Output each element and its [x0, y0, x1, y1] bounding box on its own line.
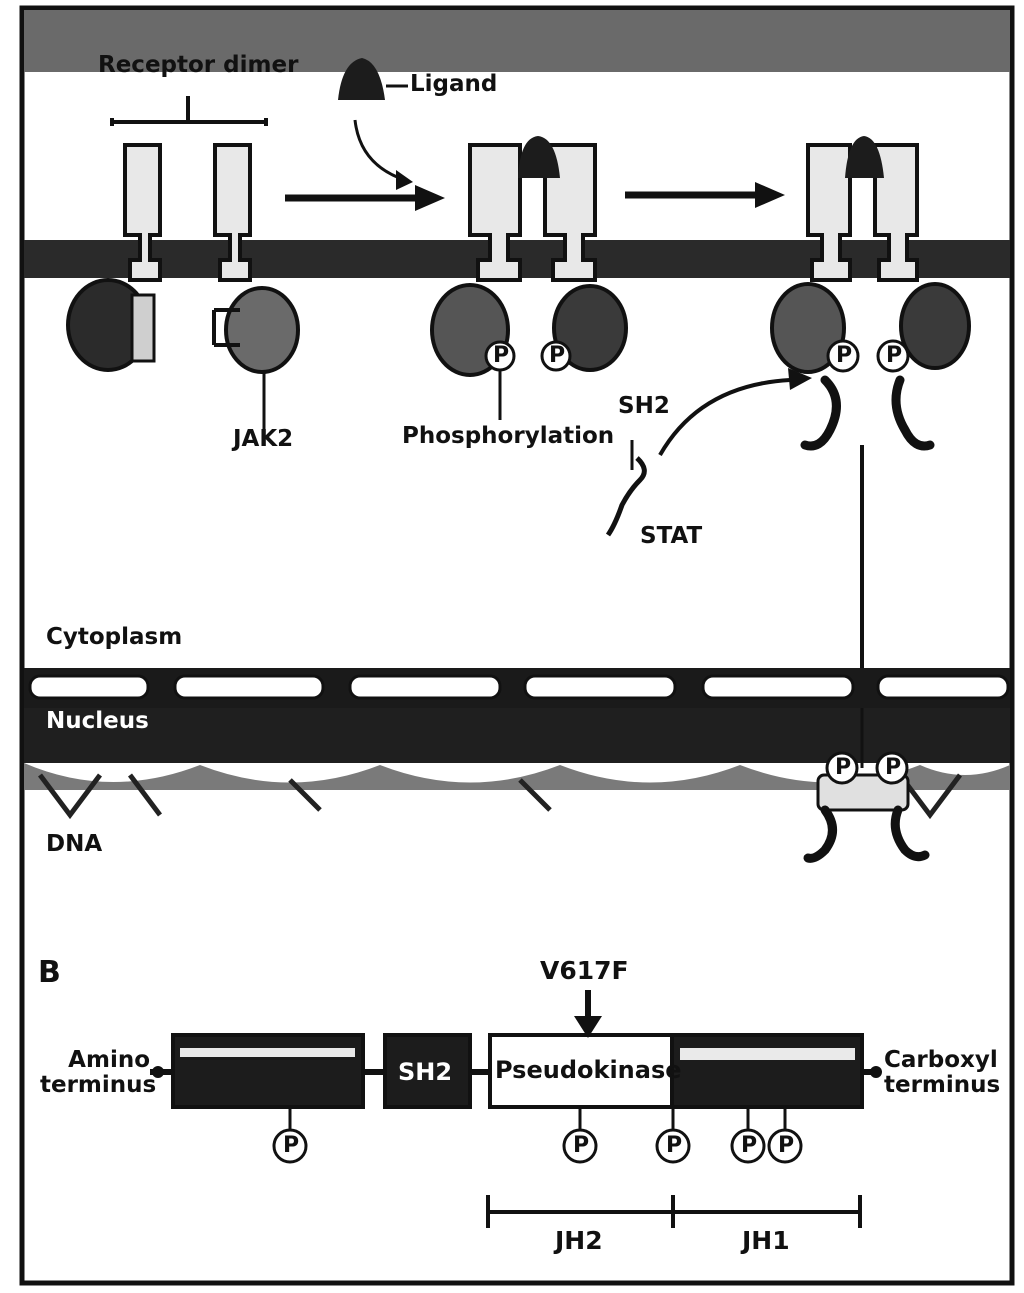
carboxyl-end-dot	[870, 1066, 882, 1078]
phospho-site	[655, 1128, 691, 1164]
phospho-letter: P	[666, 1133, 683, 1158]
phospho-circle	[825, 751, 859, 785]
nuclear-pores	[28, 674, 1010, 700]
pseudokinase-domain-label: Pseudokinase	[495, 1056, 682, 1084]
phospho-circle	[826, 339, 860, 373]
phospho-letter: P	[493, 343, 510, 368]
domain-sh2	[383, 1033, 472, 1109]
stat-free	[605, 456, 647, 537]
sh2-label: SH2	[618, 393, 670, 419]
amino-end-dot	[152, 1066, 164, 1078]
phospho-site	[272, 1128, 308, 1164]
phospho-letter: P	[835, 755, 852, 780]
phospho-circle	[875, 751, 909, 785]
nuclear-pore	[701, 674, 855, 700]
ligand-shape	[338, 58, 385, 100]
jh1-region-label: JH1	[742, 1226, 790, 1255]
domain-kinase	[670, 1033, 864, 1109]
receptor-left-bound	[468, 143, 522, 282]
receptor-right-bound	[543, 143, 597, 282]
mutation-label: V617F	[540, 956, 629, 985]
jak2-right-bound	[552, 284, 628, 372]
stat-dimer-right-tail	[890, 805, 930, 862]
stat-dimer-left-tail	[803, 805, 837, 863]
phosphorylation-label: Phosphorylation	[402, 423, 615, 449]
dna-label: DNA	[46, 831, 103, 857]
ligand-arrow	[353, 119, 406, 182]
jak2-label: JAK2	[233, 426, 294, 452]
extracellular-band	[24, 10, 1010, 72]
jak2-right-active	[899, 282, 971, 370]
bound-ligand-active	[845, 136, 884, 178]
nuclear-pore	[28, 674, 150, 700]
phospho-site	[730, 1128, 766, 1164]
phospho-letter: P	[778, 1133, 795, 1158]
receptor-dimer-bracket	[110, 96, 268, 126]
panel-b	[150, 990, 882, 1228]
phospho-site	[767, 1128, 803, 1164]
phospho-letter: P	[283, 1133, 300, 1158]
carboxyl-terminus-label: Carboxyl terminus	[884, 1047, 1001, 1099]
receptor-dimer-label: Receptor dimer	[98, 52, 299, 78]
receptor-dimer-state1	[66, 96, 300, 430]
nuclear-pore	[876, 674, 1010, 700]
region-scale-bar	[486, 1195, 862, 1228]
nuclear-pore	[348, 674, 502, 700]
jh2-region-label: JH2	[555, 1226, 603, 1255]
phospho-site	[562, 1128, 598, 1164]
domain-ferm-highlight	[180, 1048, 355, 1057]
phospho-site-stems	[288, 1107, 787, 1130]
stat-label: STAT	[640, 523, 703, 549]
domain-pseudokinase	[488, 1033, 674, 1109]
stat-recruit-arrowhead	[788, 368, 812, 390]
sh2-domain-label: SH2	[398, 1058, 453, 1086]
jak2-left-linker	[130, 293, 156, 363]
receptor-left	[123, 143, 162, 282]
ligand-bound-state2	[430, 136, 628, 420]
nuclear-envelope	[24, 668, 1010, 708]
domain-kinase-highlight	[680, 1048, 855, 1060]
phospho-letter: P	[885, 755, 902, 780]
step-arrow-1-head	[415, 185, 445, 211]
phospho-markers-panel-a	[484, 339, 910, 785]
nuclear-pore	[523, 674, 677, 700]
phospho-letter: P	[886, 343, 903, 368]
jak2-right-clamp	[212, 308, 240, 347]
jak2-right	[224, 286, 300, 374]
nucleus-label: Nucleus	[46, 708, 149, 734]
panel-b-label: B	[38, 955, 61, 990]
nuclear-pore	[173, 674, 325, 700]
phospho-letter: P	[836, 343, 853, 368]
phospho-letter: P	[741, 1133, 758, 1158]
panel-a	[24, 10, 1010, 863]
jak2-left-active	[770, 282, 846, 374]
phospho-letter: P	[549, 343, 566, 368]
dna-texture	[24, 763, 1010, 790]
step-arrow-2-head	[755, 182, 785, 208]
phospho-letter: P	[573, 1133, 590, 1158]
phospho-circle	[876, 339, 910, 373]
stat-right-docked	[891, 375, 935, 451]
receptor-right	[213, 143, 252, 282]
receptor-left-active	[806, 143, 852, 282]
figure-border	[19, 5, 1015, 1286]
ligand-label: Ligand	[410, 71, 498, 97]
stat-left-docked	[800, 375, 841, 451]
ligand-arrowhead	[396, 170, 413, 190]
receptor-right-active	[873, 143, 919, 282]
mutation-arrowhead	[574, 1016, 602, 1038]
stat-recruit-arrow	[658, 378, 791, 456]
cytoplasm-label: Cytoplasm	[46, 624, 183, 650]
phospho-circle	[540, 340, 572, 372]
bound-ligand	[518, 136, 560, 178]
amino-terminus-label: Amino terminus	[40, 1047, 157, 1099]
dna-strands	[38, 773, 962, 820]
domain-ferm	[171, 1033, 365, 1109]
stat-docking-state3	[770, 136, 971, 680]
phospho-circle	[484, 340, 516, 372]
